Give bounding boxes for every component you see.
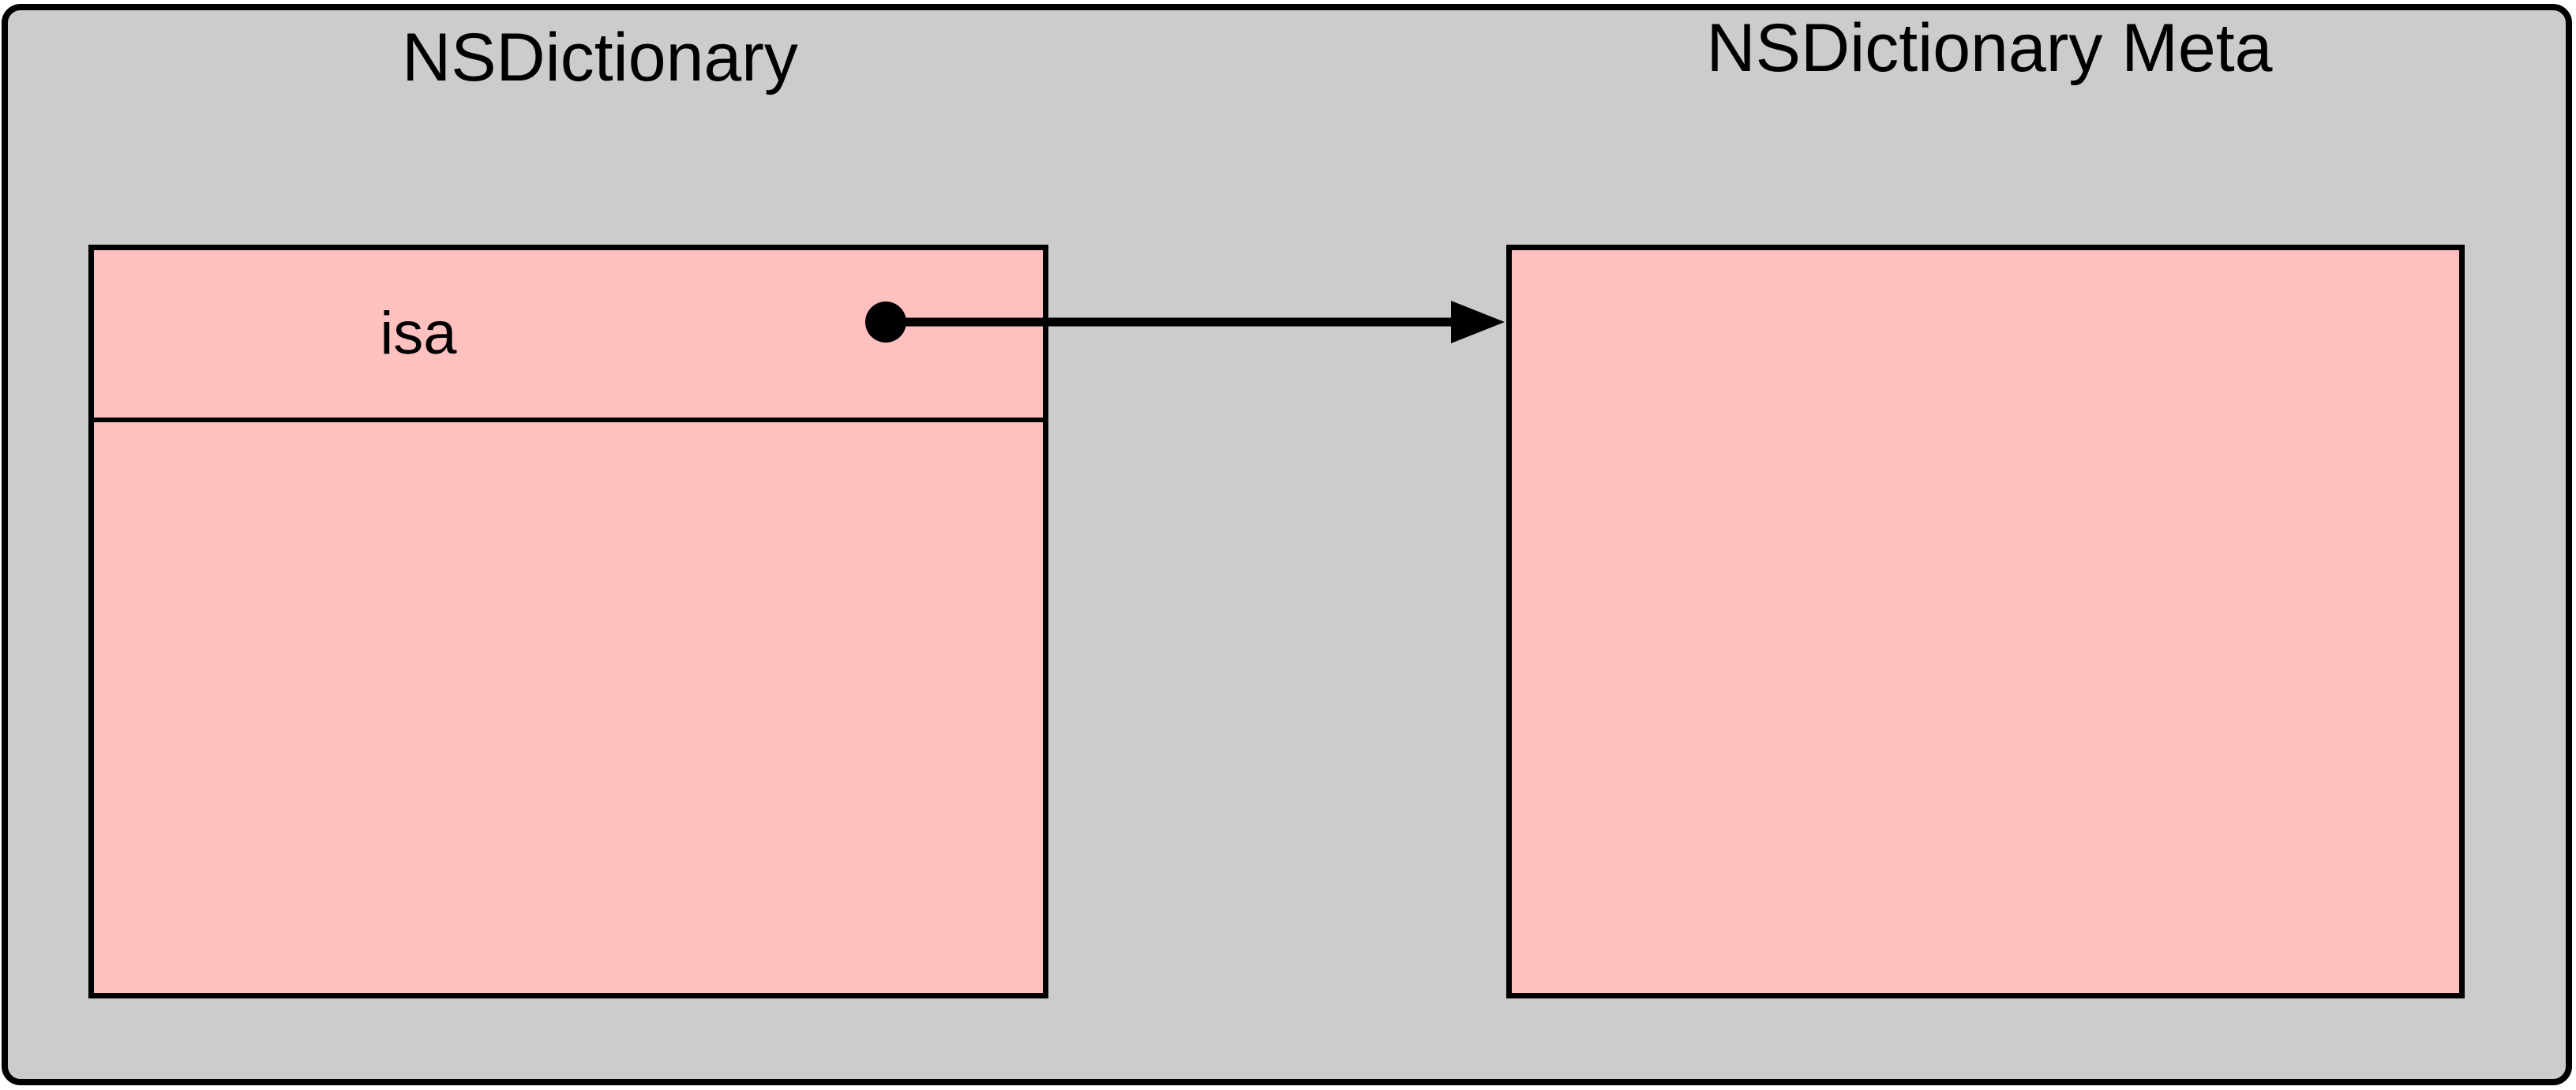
object-slot-isa[interactable]: isa	[94, 250, 1043, 422]
class-group-title-nsdictionary: NSDictionary	[402, 20, 798, 96]
object-slot-isa-label: isa	[380, 300, 457, 367]
object-box-nsdictionary-meta[interactable]	[1506, 245, 2465, 998]
object-slot-body-nsdictionary[interactable]	[94, 422, 1043, 993]
object-box-nsdictionary[interactable]: isa	[88, 245, 1048, 998]
class-group-title-nsdictionary-meta: NSDictionary Meta	[1706, 10, 2273, 86]
